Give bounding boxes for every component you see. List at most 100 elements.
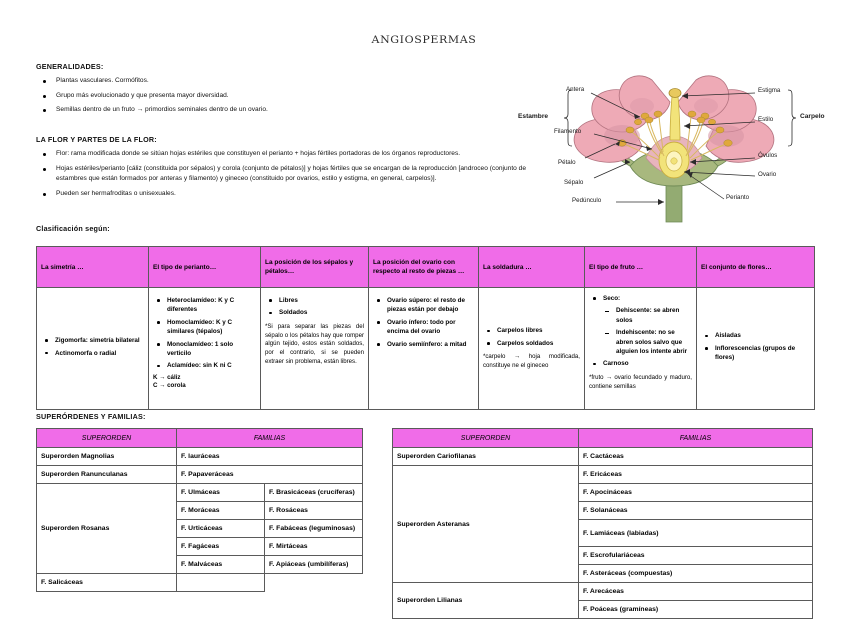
cell-familia: F. Cactáceas: [578, 447, 813, 466]
figure-label-antera: Antera: [566, 86, 585, 93]
list-item: Monoclamídeo: 1 solo verticilo: [153, 340, 256, 359]
list-item: Ovario semiínfero: a mitad: [373, 340, 474, 349]
document-page: ANGIOSPERMAS GENERALIDADES: Plantas vasc…: [36, 33, 842, 619]
cell-soldadura: Carpelos libres Carpelos soldados *carpe…: [478, 287, 585, 410]
table-row: Superorden Rosanas F. Ulmáceas F. Brasic…: [36, 483, 364, 574]
cell-familia: F. Ulmáceas: [176, 483, 265, 502]
list-item: Dehiscente: se abren solos: [603, 306, 692, 325]
cell-superorden: Superorden Asteranas: [392, 465, 579, 583]
cell-superorden: Superorden Magnolias: [36, 447, 177, 466]
column-header-simetria: La simetría …: [36, 246, 149, 288]
clasificacion-heading: Clasificación según:: [36, 224, 110, 233]
right-superorden-table: SUPERORDEN FAMILIAS Superorden Cariofila…: [392, 428, 813, 619]
list-item: Carpelos libres: [483, 326, 580, 335]
figure-label-sepalo: Sépalo: [564, 179, 584, 186]
flower-diagram: Antera Estambre Filamento Pétalo Sépalo …: [512, 62, 842, 224]
figure-label-estigma: Estigma: [758, 87, 781, 94]
legend-k: K → cáliz: [153, 373, 181, 381]
cell-familia: F. Asteráceas (compuestas): [578, 564, 813, 583]
column-header-superorden: SUPERORDEN: [392, 428, 579, 448]
figure-label-estambre: Estambre: [518, 113, 549, 120]
cell-familia: F. Mirtáceas: [263, 537, 364, 556]
cell-perianto: Heteroclamídeo: K y C diferentes Homocla…: [148, 287, 261, 410]
column-header-familias: FAMILIAS: [578, 428, 813, 448]
cell-tipo-fruto: Seco: Dehiscente: se abren solos Indehis…: [584, 287, 697, 410]
left-superorden-table: SUPERORDEN FAMILIAS Superorden Magnolias…: [36, 428, 364, 592]
table-row: F. Malváceas F. Apiáceas (umbilíferas): [37, 555, 364, 574]
list-item: Semillas dentro de un fruto → primordios…: [36, 105, 506, 116]
column-header-posicion-sepalos: La posición de los sépalos y pétalos…: [260, 246, 369, 288]
cell-posicion-ovario: Ovario súpero: el resto de piezas están …: [368, 287, 479, 410]
fruto-list: Seco:: [589, 294, 692, 303]
column-header-tipo-fruto: El tipo de fruto …: [584, 246, 697, 288]
cell-posicion-sepalos: Libres Soldados *Si para separar las pie…: [260, 287, 369, 410]
list-item: Homoclamídeo: K y C similares (tépalos): [153, 318, 256, 337]
superordenes-heading: SUPERÓRDENES Y FAMILIAS:: [36, 412, 146, 421]
list-item: Indehiscente: no se abren solos salvo qu…: [603, 328, 692, 356]
cell-familia: F. Lamiáceas (labiadas): [578, 519, 813, 547]
figure-label-carpelo: Carpelo: [800, 113, 825, 120]
ovario-list: Ovario súpero: el resto de piezas están …: [373, 296, 474, 349]
figure-label-estilo: Estilo: [758, 116, 774, 123]
column-header-posicion-ovario: La posición del ovario con respecto al r…: [368, 246, 479, 288]
table-row: Superorden Cariofilanas F. Cactáceas: [392, 447, 813, 466]
list-item: Zigomorfa: simetría bilateral: [41, 336, 144, 345]
cell-familia: F. Rosáceas: [263, 501, 364, 520]
figure-label-ovulos: Óvulos: [758, 152, 778, 159]
list-item: Ovario súpero: el resto de piezas están …: [373, 296, 474, 315]
cell-familia: F. Moráceas: [176, 501, 265, 520]
generalidades-list: Plantas vasculares. Cormófitos. Grupo má…: [36, 76, 506, 120]
cell-familia: F. Fagáceas: [176, 537, 265, 556]
cell-familia: F. Brasicáceas (crucíferas): [263, 483, 364, 502]
cell-simetria: Zigomorfa: simetría bilateral Actinomorf…: [36, 287, 149, 410]
column-header-perianto: El tipo de perianto…: [148, 246, 261, 288]
figure-label-filamento: Filamento: [554, 128, 582, 135]
table-row: Zigomorfa: simetría bilateral Actinomorf…: [36, 287, 815, 410]
cell-familia: F. Escrofulariáceas: [578, 546, 813, 565]
sepalos-note: *Si para separar las piezas del sépalo o…: [265, 322, 364, 365]
cell-superorden: Superorden Cariofilanas: [392, 447, 579, 466]
column-header-superorden: SUPERORDEN: [36, 428, 177, 448]
figure-label-perianto: Perianto: [726, 194, 750, 201]
cell-familia: F. Ericáceas: [578, 465, 813, 484]
list-item: Grupo más evolucionado y que presenta ma…: [36, 91, 506, 102]
table-header-row: SUPERORDEN FAMILIAS: [36, 428, 364, 448]
cell-familia: F. Arecáceas: [578, 582, 813, 601]
fruto-note: *fruto → ovario fecundado y maduro, cont…: [589, 373, 692, 390]
cell-familia: F. Solanáceas: [578, 501, 813, 520]
cell-familia: F. lauráceas: [175, 447, 364, 466]
column-header-soldadura: La soldadura …: [478, 246, 585, 288]
perianto-list: Heteroclamídeo: K y C diferentes Homocla…: [153, 296, 256, 371]
column-header-familias: FAMILIAS: [175, 428, 364, 448]
list-item: Seco:: [589, 294, 692, 303]
table-row: Superorden Ranunculanas F. Papaveráceas: [36, 465, 364, 484]
list-item: Pueden ser hermafroditas o unisexuales.: [36, 189, 526, 200]
column-header-conjunto-flores: El conjunto de flores…: [696, 246, 815, 288]
list-item: Plantas vasculares. Cormófitos.: [36, 76, 506, 87]
list-item: Aclamídeo: sin K ni C: [153, 361, 256, 370]
legend-c: C → corola: [153, 382, 186, 390]
list-item: Inflorescencias (grupos de flores): [701, 344, 810, 363]
cell-familia: F. Salicáceas: [36, 573, 177, 592]
flor-list: Flor: rama modificada donde se sitúan ho…: [36, 149, 526, 203]
table-row: Superorden Magnolias F. lauráceas: [36, 447, 364, 466]
table-row: F. Salicáceas: [36, 573, 363, 592]
list-item: Soldados: [265, 308, 364, 317]
table-header-row: SUPERORDEN FAMILIAS: [392, 428, 813, 448]
list-item: Aisladas: [701, 331, 810, 340]
cell-familia: F. Malváceas: [176, 555, 265, 574]
cell-superorden: Superorden Rosanas: [36, 483, 177, 574]
list-item: Carpelos soldados: [483, 339, 580, 348]
sepalos-list: Libres Soldados: [265, 296, 364, 318]
cell-familia: F. Apocináceas: [578, 483, 813, 502]
fruto-list-carnoso: Carnoso: [589, 359, 692, 368]
cell-familia: F. Apiáceas (umbilíferas): [263, 555, 364, 574]
fruto-sub-list: Dehiscente: se abren solos Indehiscente:…: [603, 306, 692, 356]
figure-label-pedunculo: Pedúnculo: [572, 197, 602, 204]
list-item: Heteroclamídeo: K y C diferentes: [153, 296, 256, 315]
soldadura-note: *carpelo → hoja modificada, constituye n…: [483, 353, 580, 369]
list-item: Hojas estériles/perianto [cáliz (constit…: [36, 164, 526, 185]
cell-familia: F. Papaveráceas: [175, 465, 364, 484]
list-item: Flor: rama modificada donde se sitúan ho…: [36, 149, 526, 160]
generalidades-heading: GENERALIDADES:: [36, 62, 104, 71]
